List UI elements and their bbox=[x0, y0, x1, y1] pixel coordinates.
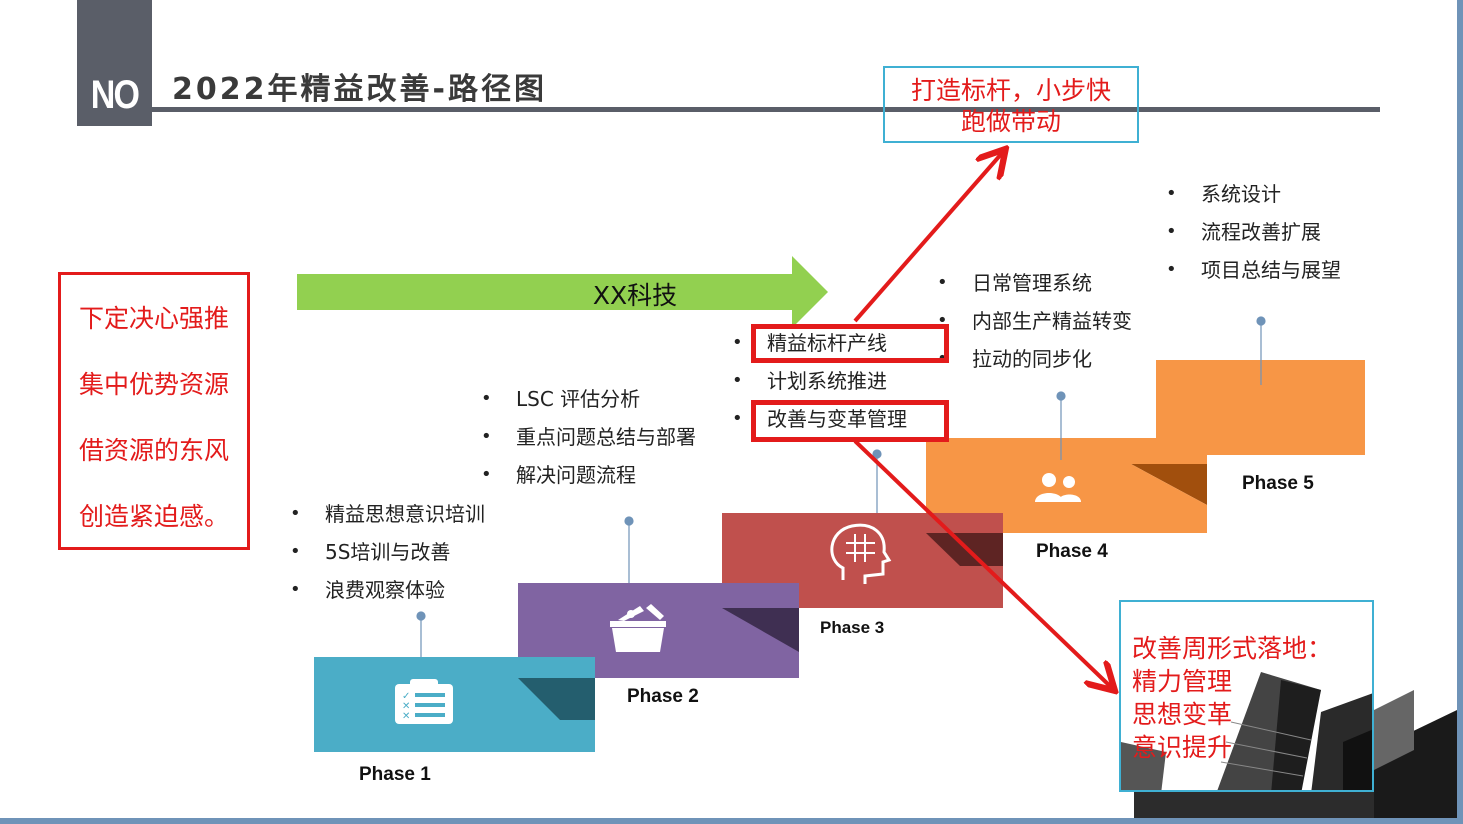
phase-4-fill bbox=[1131, 464, 1207, 533]
left-callout-box: 下定决心强推 集中优势资源 借资源的东风 创造紧迫感。 bbox=[58, 272, 250, 550]
phase-2-label: Phase 2 bbox=[627, 686, 699, 707]
toolbox-icon bbox=[610, 604, 666, 652]
svg-text:✕: ✕ bbox=[402, 711, 410, 722]
red-arrow-down bbox=[853, 439, 1112, 688]
svg-text:✕: ✕ bbox=[402, 701, 410, 712]
left-callout-line: 集中优势资源 bbox=[78, 370, 229, 399]
team-icon bbox=[1035, 473, 1081, 502]
highlight-box bbox=[751, 324, 949, 363]
list-item: 拉动的同步化 bbox=[937, 340, 1132, 378]
bottom-target-line: 改善周形式落地： bbox=[1132, 634, 1333, 663]
banner-arrow bbox=[297, 256, 828, 328]
phase-3-shadow bbox=[926, 533, 1003, 566]
list-item: 项目总结与展望 bbox=[1166, 251, 1341, 289]
list-item: 改善与变革管理 bbox=[732, 400, 907, 438]
left-callout-line: 借资源的东风 bbox=[78, 436, 229, 465]
phase-4-bullets: 日常管理系统 内部生产精益转变 拉动的同步化 bbox=[937, 264, 1132, 378]
logo-block: NO bbox=[77, 0, 152, 126]
city-buildings-image bbox=[1121, 672, 1372, 790]
bottom-target-line: 思想变革 bbox=[1132, 700, 1233, 729]
phase-5-label: Phase 5 bbox=[1242, 473, 1314, 494]
city-buildings-image-extension bbox=[1374, 690, 1457, 818]
bottom-target-text: 改善周形式落地： 精力管理 思想变革 意识提升 bbox=[1132, 632, 1332, 764]
list-item: 计划系统推进 bbox=[732, 362, 907, 400]
bottom-target-box: 改善周形式落地： 精力管理 思想变革 意识提升 bbox=[1119, 600, 1374, 792]
list-item: 精益标杆产线 bbox=[732, 324, 907, 362]
page-title: 2022年精益改善-路径图 bbox=[172, 72, 547, 107]
list-item: 系统设计 bbox=[1166, 175, 1341, 213]
list-item: 内部生产精益转变 bbox=[937, 302, 1132, 340]
phase-2-bullets: LSC 评估分析 重点问题总结与部署 解决问题流程 bbox=[481, 380, 696, 494]
list-item: 解决问题流程 bbox=[481, 456, 696, 494]
connector-pins bbox=[416, 316, 1266, 657]
bottom-target-line: 意识提升 bbox=[1132, 733, 1233, 762]
bottom-target-line: 精力管理 bbox=[1132, 667, 1233, 696]
highlight-box bbox=[751, 400, 949, 442]
svg-text:✓: ✓ bbox=[402, 691, 410, 702]
phase-3-bullets: 精益标杆产线 计划系统推进 改善与变革管理 bbox=[732, 324, 907, 438]
left-callout-line: 下定决心强推 bbox=[78, 304, 229, 333]
phase-4-label: Phase 4 bbox=[1036, 541, 1108, 562]
phase-3-label: Phase 3 bbox=[820, 618, 885, 637]
list-item: 5S培训与改善 bbox=[290, 533, 485, 571]
top-target-line: 打造标杆，小步快 bbox=[910, 76, 1111, 105]
list-item: LSC 评估分析 bbox=[481, 380, 696, 418]
red-arrow-up bbox=[853, 152, 1003, 323]
checklist-icon: ✓ ✕ ✕ bbox=[395, 679, 453, 724]
banner-arrow-label: XX科技 bbox=[592, 281, 678, 310]
list-item: 精益思想意识培训 bbox=[290, 495, 485, 533]
phase-1-bullets: 精益思想意识培训 5S培训与改善 浪费观察体验 bbox=[290, 495, 485, 609]
title-divider bbox=[152, 107, 1380, 112]
top-target-box: 打造标杆，小步快 跑做带动 bbox=[883, 66, 1139, 143]
phase-1-shadow bbox=[518, 678, 595, 720]
phase-1-label: Phase 1 bbox=[359, 764, 431, 785]
top-target-line: 跑做带动 bbox=[960, 107, 1061, 136]
phase-4-block bbox=[926, 438, 1207, 464]
list-item: 浪费观察体验 bbox=[290, 571, 485, 609]
brain-strategy-icon bbox=[830, 523, 892, 584]
list-item: 重点问题总结与部署 bbox=[481, 418, 696, 456]
list-item: 流程改善扩展 bbox=[1166, 213, 1341, 251]
left-callout-line: 创造紧迫感。 bbox=[78, 502, 229, 531]
logo-text: NO bbox=[90, 73, 140, 117]
list-item: 日常管理系统 bbox=[937, 264, 1132, 302]
phase-5-bullets: 系统设计 流程改善扩展 项目总结与展望 bbox=[1166, 175, 1341, 289]
phase-2-shadow bbox=[722, 608, 799, 652]
city-buildings-image-base bbox=[1134, 792, 1374, 818]
